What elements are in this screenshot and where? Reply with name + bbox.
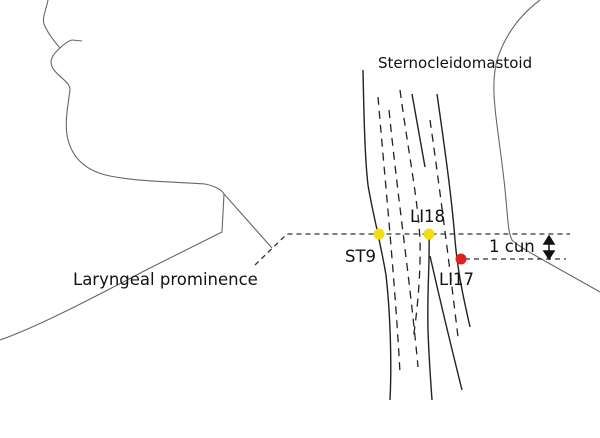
muscle-label: Sternocleidomastoid (378, 54, 532, 72)
double-arrow-icon (542, 234, 556, 261)
back-of-head-outline (493, 0, 600, 293)
distance-label: 1 cun (489, 237, 535, 256)
face-profile-outline (42, 0, 273, 249)
mouth-outline (59, 39, 83, 49)
li18-label: LI18 (410, 207, 445, 226)
laryngeal-prominence-label: Laryngeal prominence (73, 270, 258, 289)
li18-point (423, 228, 435, 240)
sternocleidomastoid-muscle (362, 69, 471, 401)
st9-label: ST9 (345, 247, 376, 266)
jaw-neck-line (0, 193, 225, 341)
li17-label: LI17 (439, 270, 474, 289)
st9-point (373, 228, 385, 240)
li17-point (455, 253, 467, 265)
